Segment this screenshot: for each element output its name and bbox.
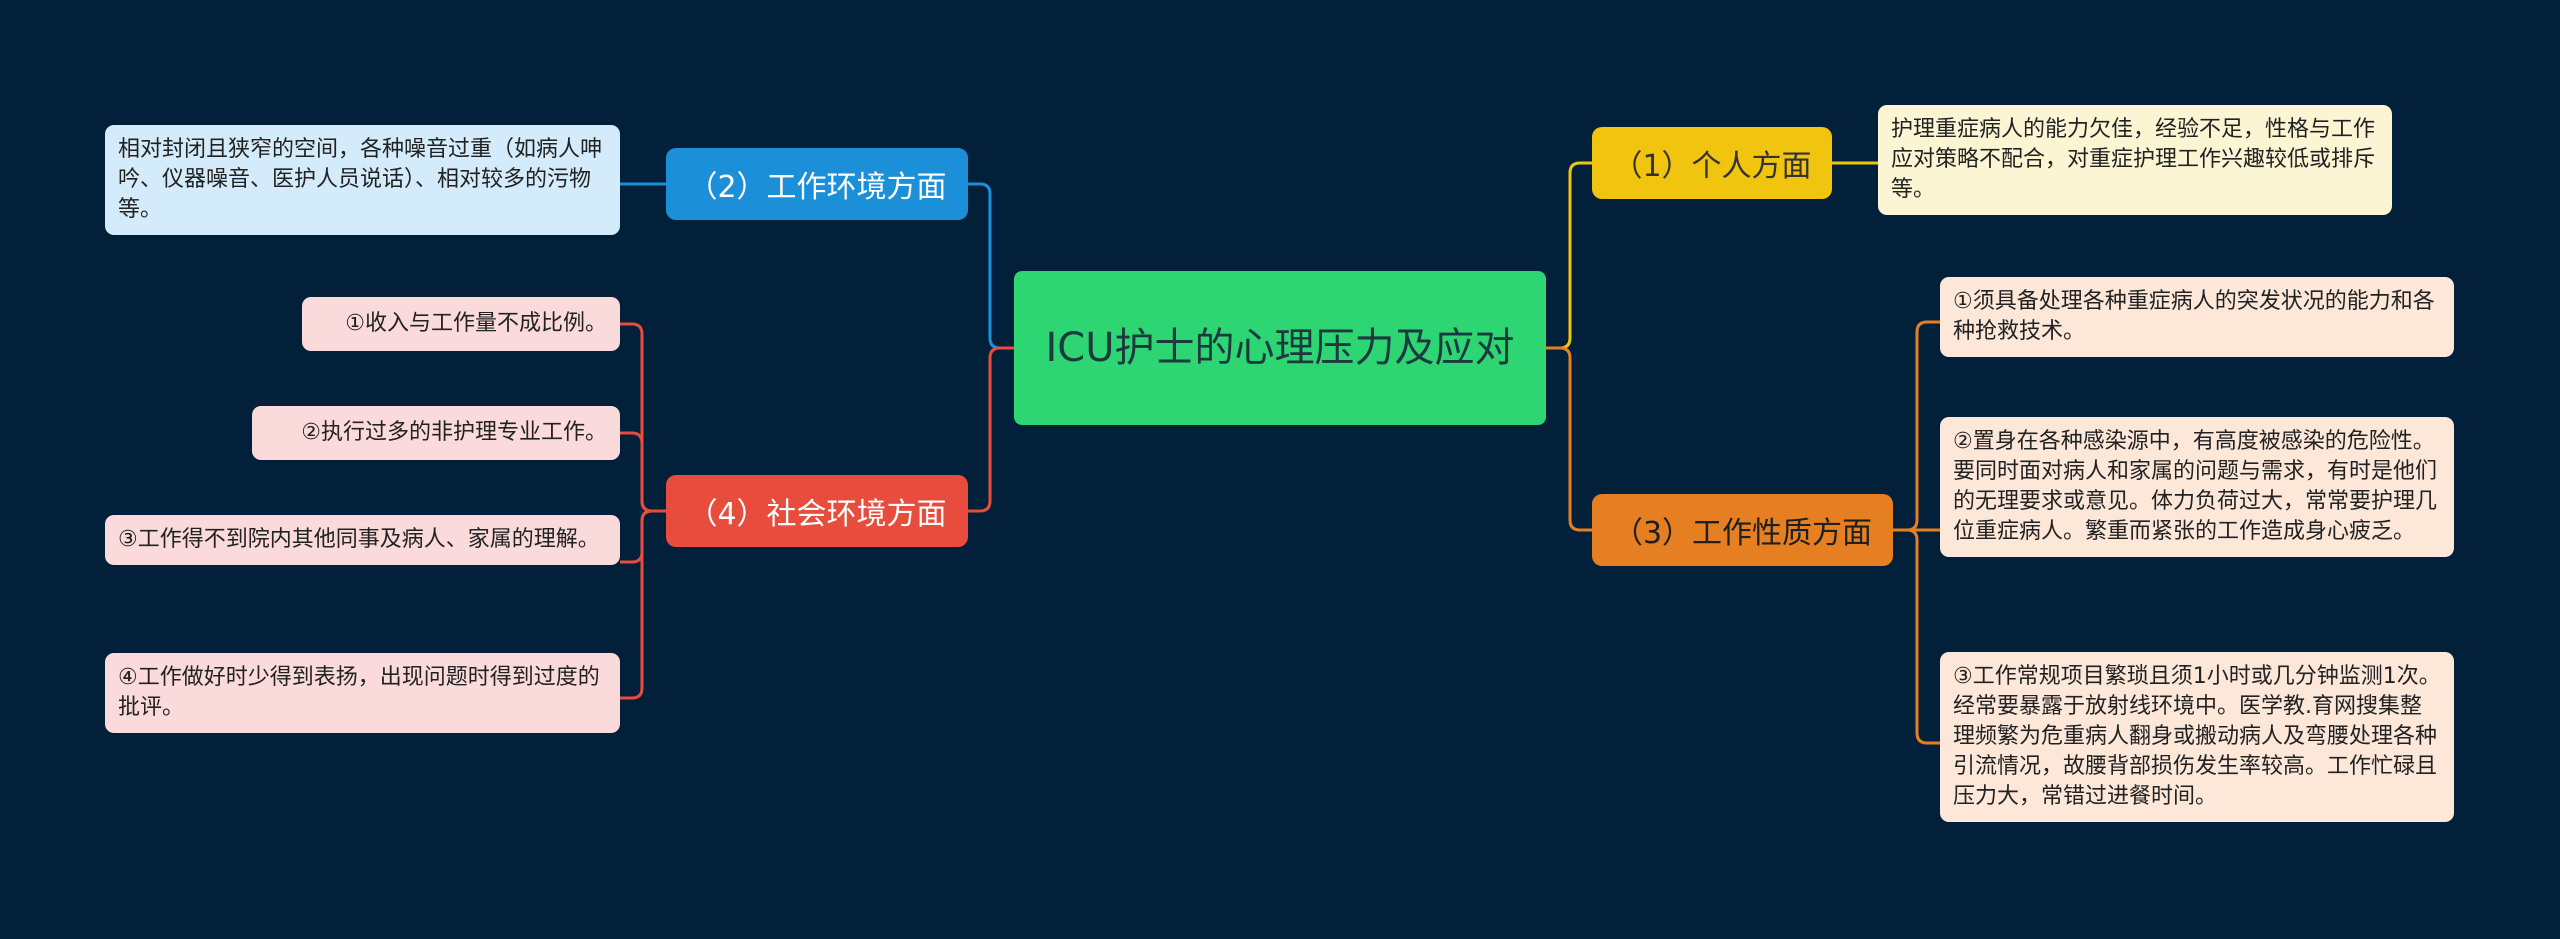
branch-work-environment[interactable]: （2）工作环境方面	[666, 148, 968, 220]
link-root-work-env	[968, 182, 1014, 350]
leaf-social-environment-4-text: ④工作做好时少得到表扬，出现问题时得到过度的批评。	[118, 665, 600, 720]
link-root-work-nature	[1546, 346, 1592, 532]
leaf-social-environment-4[interactable]: ④工作做好时少得到表扬，出现问题时得到过度的批评。	[105, 653, 620, 733]
branch-personal-label: （1）个人方面	[1612, 149, 1812, 184]
link-social-env-leaf-2	[620, 431, 666, 513]
leaf-work-nature-1-text: ①须具备处理各种重症病人的突发状况的能力和各种抢救技术。	[1953, 289, 2435, 344]
leaf-social-environment-1[interactable]: ①收入与工作量不成比例。	[302, 297, 620, 351]
leaf-social-environment-2[interactable]: ②执行过多的非护理专业工作。	[252, 406, 620, 460]
link-root-personal	[1546, 161, 1592, 350]
link-root-social-env	[968, 346, 1014, 513]
branch-social-environment[interactable]: （4）社会环境方面	[666, 475, 968, 547]
root-title: ICU护士的心理压力及应对	[1045, 325, 1515, 371]
link-work-nature-leaf-3	[1893, 528, 1940, 745]
leaf-personal-1-text: 护理重症病人的能力欠佳，经验不足，性格与工作应对策略不配合，对重症护理工作兴趣较…	[1891, 117, 2376, 202]
leaf-work-nature-3-text: ③工作常规项目繁琐且须1小时或几分钟监测1次。经常要暴露于放射线环境中。医学教.…	[1953, 664, 2441, 809]
leaf-work-nature-3[interactable]: ③工作常规项目繁琐且须1小时或几分钟监测1次。经常要暴露于放射线环境中。医学教.…	[1940, 652, 2454, 822]
branch-work-nature[interactable]: （3）工作性质方面	[1592, 494, 1893, 566]
leaf-social-environment-3-text: ③工作得不到院内其他同事及病人、家属的理解。	[118, 527, 600, 552]
leaf-work-nature-2-text: ②置身在各种感染源中，有高度被感染的危险性。要同时面对病人和家属的问题与需求，有…	[1953, 429, 2438, 544]
leaf-personal-1[interactable]: 护理重症病人的能力欠佳，经验不足，性格与工作应对策略不配合，对重症护理工作兴趣较…	[1878, 105, 2392, 215]
branch-work-nature-label: （3）工作性质方面	[1612, 516, 1873, 551]
root-topic[interactable]: ICU护士的心理压力及应对	[1014, 271, 1546, 425]
leaf-social-environment-2-text: ②执行过多的非护理专业工作。	[301, 420, 607, 445]
branch-personal[interactable]: （1）个人方面	[1592, 127, 1832, 199]
leaf-work-environment-1[interactable]: 相对封闭且狭窄的空间，各种噪音过重（如病人呻吟、仪器噪音、医护人员说话）、相对较…	[105, 125, 620, 235]
branch-work-environment-label: （2）工作环境方面	[687, 170, 947, 205]
leaf-work-nature-1[interactable]: ①须具备处理各种重症病人的突发状况的能力和各种抢救技术。	[1940, 277, 2454, 357]
link-work-nature-leaf-1	[1893, 320, 1940, 532]
branch-social-environment-label: （4）社会环境方面	[687, 497, 947, 532]
leaf-work-nature-2[interactable]: ②置身在各种感染源中，有高度被感染的危险性。要同时面对病人和家属的问题与需求，有…	[1940, 417, 2454, 557]
leaf-social-environment-1-text: ①收入与工作量不成比例。	[345, 311, 607, 336]
link-social-env-leaf-4	[620, 509, 666, 700]
leaf-social-environment-3[interactable]: ③工作得不到院内其他同事及病人、家属的理解。	[105, 515, 620, 565]
leaf-work-environment-1-text: 相对封闭且狭窄的空间，各种噪音过重（如病人呻吟、仪器噪音、医护人员说话）、相对较…	[118, 137, 603, 222]
